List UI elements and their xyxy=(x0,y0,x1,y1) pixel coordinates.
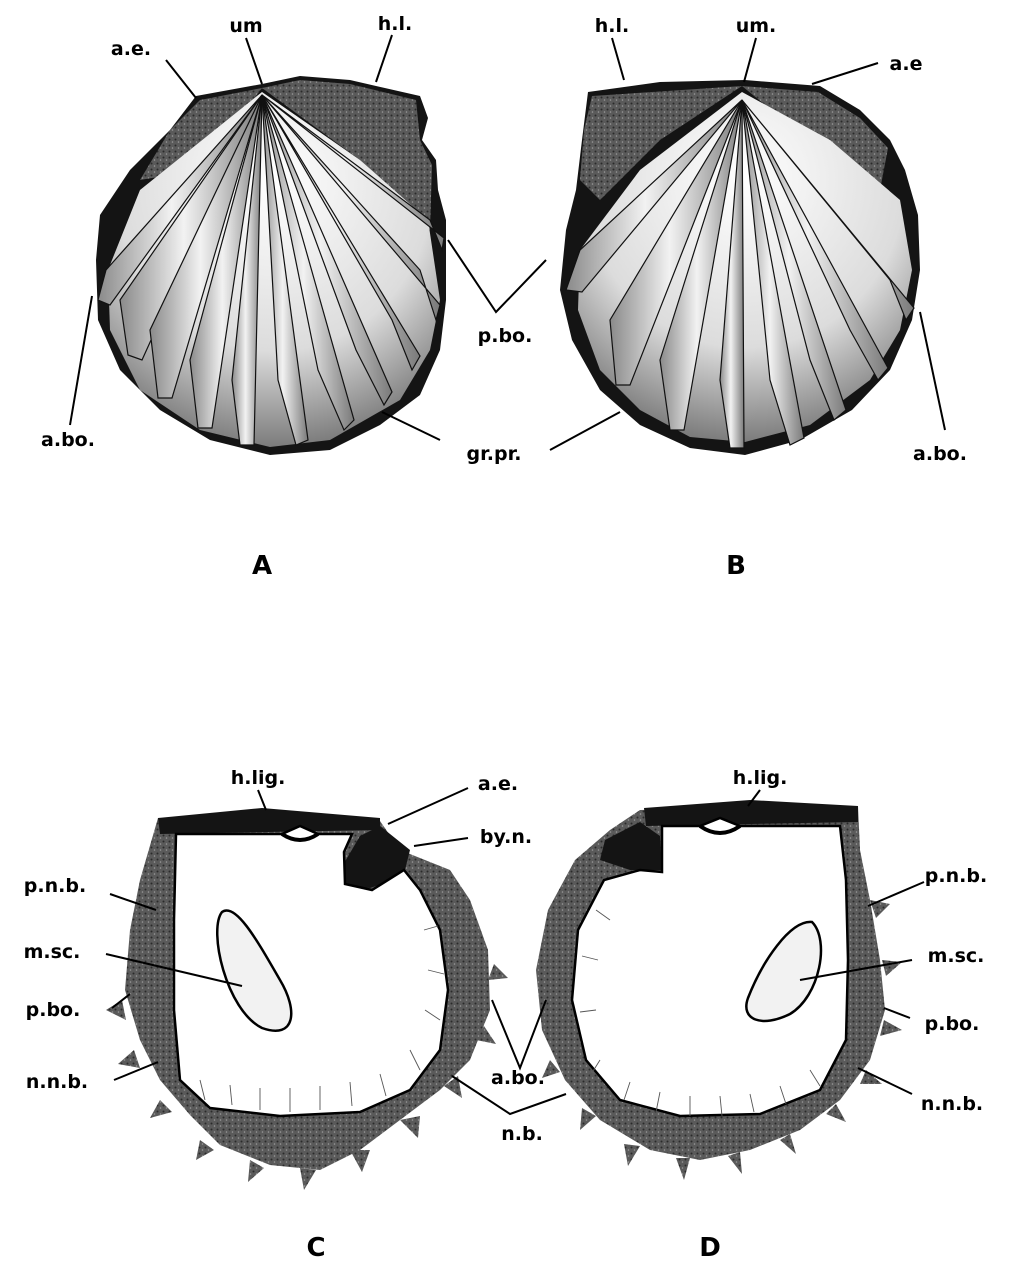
label-c-pbo: p.bo. xyxy=(26,999,81,1021)
label-b-hl: h.l. xyxy=(595,15,629,37)
label-a-abo: a.bo. xyxy=(41,429,95,451)
label-a-hl: h.l. xyxy=(378,13,412,35)
label-b-um: um. xyxy=(736,15,777,37)
label-d-msc: m.sc. xyxy=(928,945,985,967)
label-b-abo: a.bo. xyxy=(913,443,967,465)
label-b-ae: a.e xyxy=(890,53,923,75)
valve-c xyxy=(106,808,508,1190)
label-c-msc: m.sc. xyxy=(24,941,81,963)
label-d-hlig: h.lig. xyxy=(733,767,788,789)
label-a-ae: a.e. xyxy=(111,38,151,60)
panel-title-d: D xyxy=(699,1233,721,1263)
label-c-nb: n.b. xyxy=(501,1123,543,1145)
label-c-pnb: p.n.b. xyxy=(24,875,86,897)
label-a-grpr: gr.pr. xyxy=(467,443,522,465)
label-c-ae: a.e. xyxy=(478,773,518,795)
label-d-pbo: p.bo. xyxy=(925,1013,980,1035)
panel-title-a: A xyxy=(252,551,272,581)
label-c-byn: by.n. xyxy=(480,826,532,848)
panel-title-b: B xyxy=(726,551,746,581)
label-d-pnb: p.n.b. xyxy=(925,865,987,887)
panel-title-c: C xyxy=(306,1233,325,1263)
label-c-hlig: h.lig. xyxy=(231,767,286,789)
valve-b xyxy=(560,80,920,455)
label-d-nnb: n.n.b. xyxy=(921,1093,983,1115)
valve-c-hinge xyxy=(158,808,380,834)
valve-d xyxy=(536,800,902,1180)
valve-a xyxy=(96,76,446,455)
label-c-abo: a.bo. xyxy=(491,1067,545,1089)
label-a-pbo: p.bo. xyxy=(478,325,533,347)
valve-d-hinge xyxy=(644,800,858,826)
label-a-um: um xyxy=(229,15,262,37)
label-c-nnb: n.n.b. xyxy=(26,1071,88,1093)
